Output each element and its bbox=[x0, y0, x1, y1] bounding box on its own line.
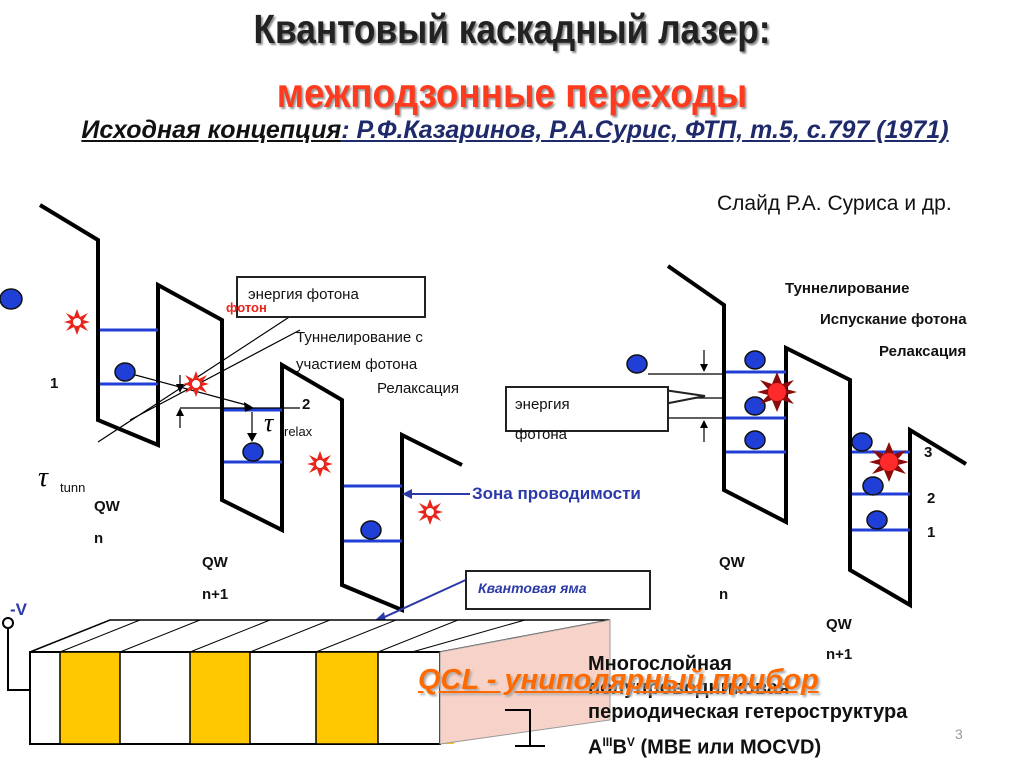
photon-energy-label: энергия фотона bbox=[248, 286, 359, 303]
arrow-up-icon bbox=[700, 420, 708, 428]
formula-b: B bbox=[612, 736, 627, 759]
photon-burst-icon bbox=[869, 442, 909, 482]
qw-n-label-right-2: n bbox=[719, 586, 729, 603]
structure-line-4: AIIIBV (MBE или MOCVD) bbox=[588, 730, 1008, 760]
voltage-label: -V bbox=[10, 600, 27, 619]
concept-label: Исходная концепция bbox=[81, 116, 342, 144]
tunneling-label-right: Туннелирование bbox=[785, 280, 910, 297]
right-photons bbox=[757, 372, 909, 482]
right-electrons bbox=[626, 350, 888, 530]
page-number: 3 bbox=[955, 726, 963, 742]
tunneling-photon-label-1: Туннелирование с bbox=[296, 329, 423, 346]
electron bbox=[744, 350, 766, 370]
qw-pointer-line bbox=[377, 577, 471, 621]
relaxation-label-right: Релаксация bbox=[879, 343, 967, 360]
left-band-profile bbox=[38, 203, 463, 613]
voltage-wiring bbox=[2, 617, 545, 747]
tau-tunn-symbol: τ bbox=[38, 462, 49, 493]
arrow-up-icon bbox=[176, 408, 184, 416]
concept-reference: Исходная концепция: Р.Ф.Казаринов, Р.А.С… bbox=[20, 112, 1010, 149]
electron bbox=[744, 396, 766, 416]
tau-tunn-subscript: tunn bbox=[60, 480, 86, 495]
slide-subtitle: межподзонные переходы bbox=[276, 70, 748, 116]
arrow-right-icon bbox=[244, 402, 254, 412]
qcl-statement: QCL - униполярный прибор bbox=[418, 664, 819, 696]
photon-icon bbox=[64, 309, 90, 335]
formula-sup-iii: III bbox=[602, 735, 613, 749]
qw-n1-label-left-2: n+1 bbox=[202, 586, 229, 603]
structure-line-1: Многослойная bbox=[588, 653, 732, 675]
slide-credit: Слайд Р.А. Суриса и др. bbox=[717, 192, 952, 215]
photon-burst-icon bbox=[757, 372, 797, 412]
qw-n1-label-left-1: QW bbox=[202, 554, 228, 571]
photon-energy-callout-right bbox=[505, 386, 669, 432]
electron bbox=[242, 442, 264, 462]
formula-a: A bbox=[588, 736, 603, 759]
photon-energy-label-right-2: фотона bbox=[515, 426, 568, 443]
callout-pointer bbox=[663, 388, 706, 406]
level-1-label-right: 1 bbox=[927, 524, 936, 541]
photon-emission-label: Испускание фотона bbox=[820, 311, 967, 328]
arrow-down-icon bbox=[247, 433, 257, 442]
electron bbox=[744, 430, 766, 450]
qw-n-label-left-1: QW bbox=[94, 498, 120, 515]
tunneling-photon-label-2: участием фотона bbox=[296, 356, 418, 373]
photon-label: фотон bbox=[226, 300, 267, 315]
tau-relax-symbol: τ bbox=[264, 408, 274, 437]
formula-method: (MBE или MOCVD) bbox=[634, 736, 822, 759]
left-electrons bbox=[0, 288, 382, 540]
heterostructure-description: Многослойная полупроводниковая периодиче… bbox=[588, 652, 1008, 760]
photon-energy-callout bbox=[236, 276, 426, 318]
tau-relax-subscript: relax bbox=[284, 424, 313, 439]
level-2-label-right: 2 bbox=[927, 490, 936, 507]
photon-icon bbox=[417, 499, 443, 525]
qw-n-label-right-1: QW bbox=[719, 554, 745, 571]
level-3-label-right: 3 bbox=[924, 444, 933, 461]
structure-line-3: периодическая гетероструктура bbox=[588, 701, 908, 723]
slide-title: Квантовый каскадный лазер: bbox=[253, 6, 771, 52]
arrow-left-icon bbox=[402, 489, 412, 499]
electron bbox=[114, 362, 136, 382]
photon-energy-label-right-1: энергия bbox=[515, 396, 570, 413]
quantum-well-label: Квантовая яма bbox=[478, 580, 587, 596]
formula-sup-v: V bbox=[626, 735, 635, 749]
level-1-label-left: 1 bbox=[50, 375, 59, 392]
structure-line-2: полупроводниковая bbox=[588, 677, 790, 699]
electron bbox=[0, 288, 23, 310]
left-energy-levels bbox=[100, 328, 402, 543]
conduction-band-label: Зона проводимости bbox=[472, 484, 641, 503]
right-energy-levels bbox=[726, 370, 910, 532]
electron bbox=[360, 520, 382, 540]
electron bbox=[862, 476, 884, 496]
photon-icon bbox=[307, 451, 333, 477]
qw-n1-label-right-1: QW bbox=[826, 616, 852, 633]
level-2-label-left: 2 bbox=[302, 396, 311, 413]
concept-citation: : Р.Ф.Казаринов, Р.А.Сурис, ФТП, т.5, с.… bbox=[341, 116, 949, 144]
left-photons bbox=[64, 309, 443, 525]
photon-icon bbox=[183, 371, 209, 397]
electron bbox=[866, 510, 888, 530]
relaxation-label-left: Релаксация bbox=[377, 380, 459, 397]
arrow-down-icon bbox=[176, 384, 184, 393]
qw-n-label-left-2: n bbox=[94, 530, 104, 547]
heterostructure bbox=[29, 619, 611, 745]
quantum-well-callout bbox=[465, 570, 651, 610]
electron bbox=[626, 354, 648, 374]
electron bbox=[851, 432, 873, 452]
qw-n1-label-right-2: n+1 bbox=[826, 646, 853, 663]
arrow-down-icon bbox=[700, 364, 708, 372]
